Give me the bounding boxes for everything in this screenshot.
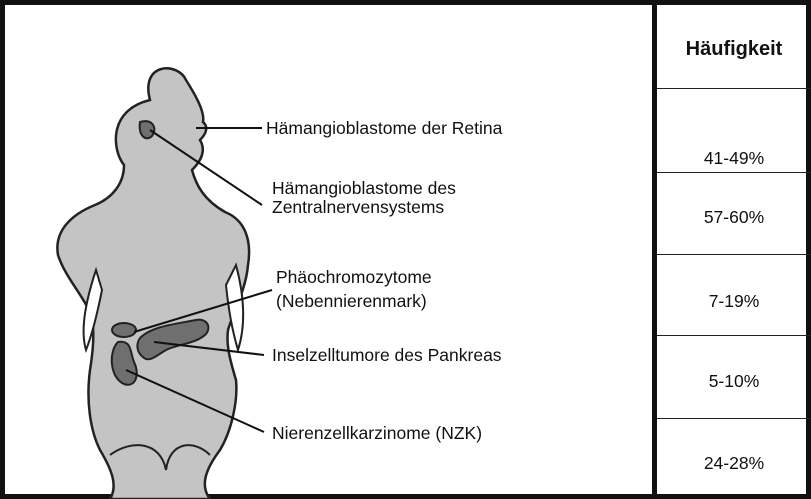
table-cell-nzk: 24-28% xyxy=(657,453,811,474)
table-rule xyxy=(657,88,811,89)
adrenal-gland xyxy=(112,323,136,337)
table-cell-retina: 41-49% xyxy=(657,148,811,169)
table-cell-phaeo: 7-19% xyxy=(657,291,811,312)
table-rule xyxy=(657,172,811,173)
table-cell-zns: 57-60% xyxy=(657,207,811,228)
table-rule xyxy=(657,254,811,255)
ear-icon xyxy=(140,121,155,138)
table-header: Häufigkeit xyxy=(657,38,811,61)
table-rule xyxy=(657,335,811,336)
table-rule xyxy=(657,418,811,419)
label-zns: Hämangioblastome des Zentralnervensystem… xyxy=(272,179,456,217)
label-phaeo: Phäochromozytome (Nebennierenmark) xyxy=(276,265,432,313)
label-retina: Hämangioblastome der Retina xyxy=(266,118,502,138)
label-pancreas: Inselzelltumore des Pankreas xyxy=(272,345,502,365)
table-cell-pancreas: 5-10% xyxy=(657,371,811,392)
label-nzk: Nierenzellkarzinome (NZK) xyxy=(272,423,482,443)
